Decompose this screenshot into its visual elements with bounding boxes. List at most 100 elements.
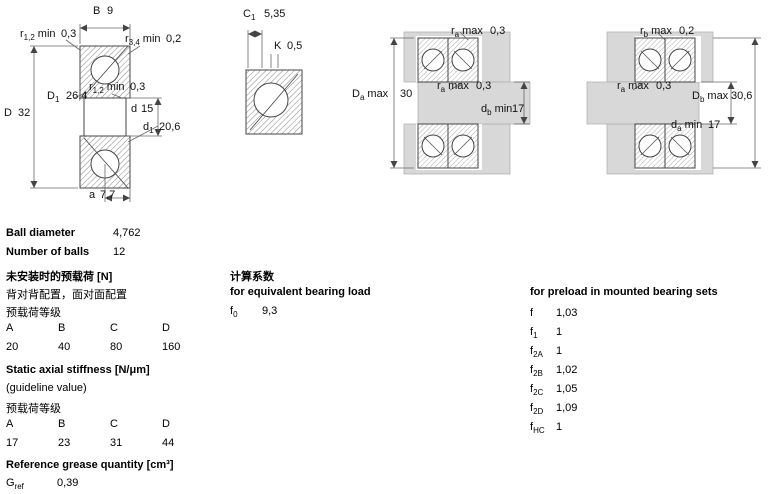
stiffness-value-c: 31 <box>110 437 123 449</box>
dim-value-ra-max-mid: 0,3 <box>476 80 492 92</box>
dim-value-Da-max: 30 <box>400 88 413 100</box>
preload-class-label: 预载荷等级 <box>6 307 61 319</box>
dim-value-r34-min: 0,2 <box>166 33 182 45</box>
dim-label-D1: D1 <box>47 90 60 105</box>
equiv-load-heading: for equivalent bearing load <box>230 286 371 298</box>
stiffness-title: Static axial stiffness [N/μm] <box>6 364 150 376</box>
dim-value-da-min: 17 <box>708 119 721 131</box>
factor-f2B-label: f2B <box>530 364 543 379</box>
dim-value-rb-max-top: 0,2 <box>679 25 695 37</box>
dimension-lines <box>632 31 761 169</box>
stiffness-value-d: 44 <box>162 437 175 449</box>
preload-factors-heading: for preload in mounted bearing sets <box>530 286 718 298</box>
bearing-rings <box>79 45 131 189</box>
factor-f0-value: 9,3 <box>262 305 278 317</box>
preload-value-b: 40 <box>58 341 71 353</box>
stiffness-table-header-row: A B C D <box>6 418 214 430</box>
grease-ref-value: 0,39 <box>57 477 79 489</box>
stiffness-value-a: 17 <box>6 437 19 449</box>
factor-f2D-label: f2D <box>530 402 544 417</box>
factor-f2A-label: f2A <box>530 345 543 360</box>
preload-value-c: 80 <box>110 341 123 353</box>
dim-value-a: 7,7 <box>100 189 116 201</box>
bearing-section-drawing <box>30 24 162 202</box>
preload-header-b: B <box>58 322 66 334</box>
number-of-balls-label: Number of balls <box>6 246 90 258</box>
dim-value-d1: 20,6 <box>159 121 181 133</box>
mounted-set-drawing-b <box>586 31 761 175</box>
ring-section <box>245 69 303 135</box>
dim-label-d: d <box>131 103 138 115</box>
dim-value-B: 9 <box>107 5 114 17</box>
stiffness-value-b: 23 <box>58 437 71 449</box>
preload-value-d: 160 <box>162 341 181 353</box>
factor-f1-label: f1 <box>530 326 538 341</box>
dim-value-Db-max: 30,6 <box>731 90 753 102</box>
factor-f1-value: 1 <box>556 326 563 338</box>
stiffness-header-a: A <box>6 418 14 430</box>
dim-value-ra-max-top: 0,3 <box>490 25 506 37</box>
dim-value-D: 32 <box>18 107 31 119</box>
preload-unmounted-subtitle: 背对背配置，面对面配置 <box>6 289 127 301</box>
mounted-set-drawing-a <box>390 31 531 175</box>
factor-f-label: f <box>530 307 534 319</box>
dim-label-d1: d1 <box>143 121 154 136</box>
dimension-lines <box>247 30 279 68</box>
stiffness-header-c: C <box>110 418 118 430</box>
dim-value-r12-min-inner: 0,3 <box>130 81 146 93</box>
dim-value-d: 15 <box>141 103 154 115</box>
dim-label-a: a <box>89 189 96 201</box>
factor-fHC-value: 1 <box>556 421 563 433</box>
ball-diameter-value: 4,762 <box>113 227 141 239</box>
stiffness-header-d: D <box>162 418 170 430</box>
factor-f-value: 1,03 <box>556 307 578 319</box>
dim-label-K: K <box>274 40 282 52</box>
stiffness-header-b: B <box>58 418 66 430</box>
preload-unmounted-title: 未安装时的预载荷 [N] <box>6 271 113 283</box>
dim-value-ra-max-mid2: 0,3 <box>656 80 672 92</box>
factor-f2C-label: f2C <box>530 383 544 398</box>
number-of-balls-value: 12 <box>113 246 126 258</box>
contact-lines <box>423 50 473 156</box>
factor-f2B-value: 1,02 <box>556 364 578 376</box>
dim-label-C1: C1 <box>243 8 256 23</box>
dimension-lines <box>390 31 530 169</box>
grease-title: Reference grease quantity [cm³] <box>6 459 174 471</box>
factor-f2A-value: 1 <box>556 345 563 357</box>
dimension-lines <box>30 24 162 202</box>
factor-f0-label: f0 <box>230 305 238 320</box>
preload-value-a: 20 <box>6 341 19 353</box>
preload-table-value-row: 20 40 80 160 <box>6 341 214 353</box>
dim-value-D1: 26,4 <box>66 90 88 102</box>
preload-header-d: D <box>162 322 170 334</box>
grease-ref-label: Gref <box>6 477 24 492</box>
calc-factors-title: 计算系数 <box>230 271 274 283</box>
stiffness-table-value-row: 17 23 31 44 <box>6 437 214 449</box>
preload-header-c: C <box>110 322 118 334</box>
dim-value-db-min: 17 <box>512 103 525 115</box>
ball-diameter-label: Ball diameter <box>6 227 76 239</box>
dim-value-K: 0,5 <box>287 40 303 52</box>
contact-lines <box>640 50 690 156</box>
dim-value-C1: 5,35 <box>264 8 286 20</box>
stiffness-class-label: 预载荷等级 <box>6 403 61 415</box>
dim-label-D: D <box>4 107 12 119</box>
dim-label-B: B <box>93 5 101 17</box>
dim-value-r12-min: 0,3 <box>61 28 77 40</box>
factor-f2C-value: 1,05 <box>556 383 578 395</box>
factor-f2D-value: 1,09 <box>556 402 578 414</box>
stiffness-subtitle: (guideline value) <box>6 382 87 394</box>
